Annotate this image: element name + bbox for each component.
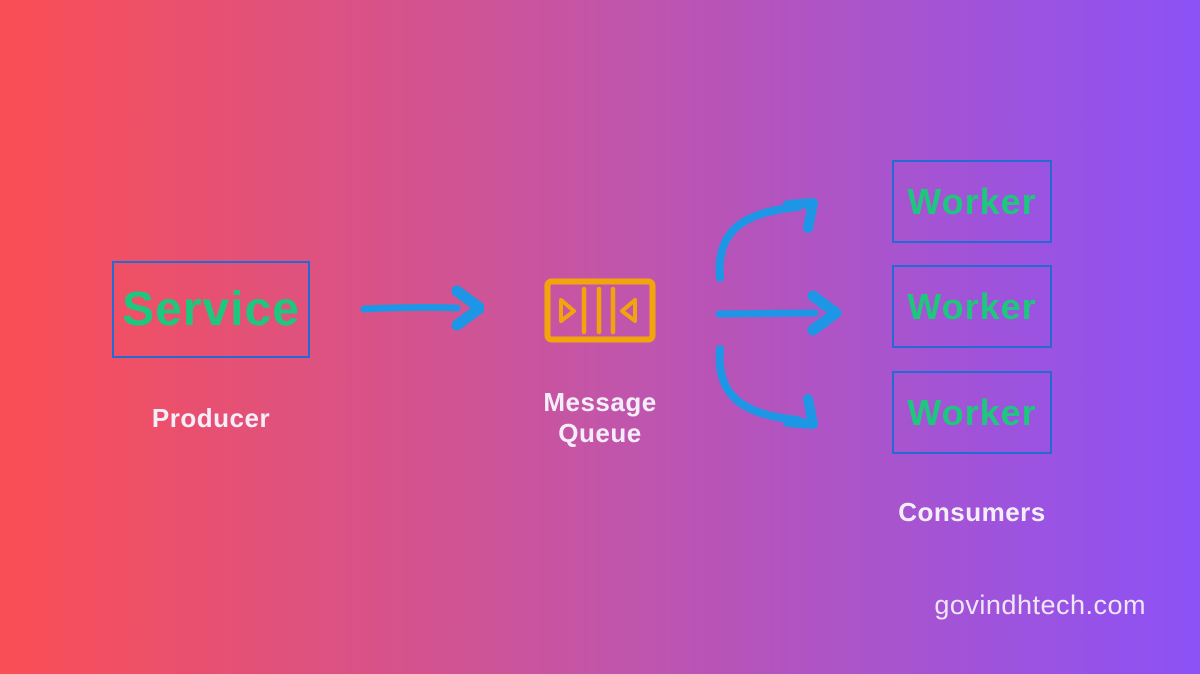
worker-node-3: Worker bbox=[892, 371, 1052, 454]
consumers-caption: Consumers bbox=[898, 497, 1046, 527]
worker-node-2: Worker bbox=[892, 265, 1052, 348]
worker-node-3-label: Worker bbox=[907, 391, 1037, 433]
watermark-text: govindhtech.com bbox=[934, 590, 1146, 620]
worker-node-1-label: Worker bbox=[907, 180, 1037, 222]
service-node: Service bbox=[112, 261, 310, 358]
message-queue-caption: Message Queue bbox=[543, 387, 657, 448]
worker-node-2-label: Worker bbox=[907, 285, 1037, 327]
worker-node-1: Worker bbox=[892, 160, 1052, 243]
producer-to-queue-arrow bbox=[360, 285, 484, 331]
queue-to-workers-arrows bbox=[715, 198, 842, 429]
message-queue-icon bbox=[544, 278, 656, 343]
service-node-label: Service bbox=[122, 283, 300, 336]
producer-caption: Producer bbox=[151, 403, 271, 433]
